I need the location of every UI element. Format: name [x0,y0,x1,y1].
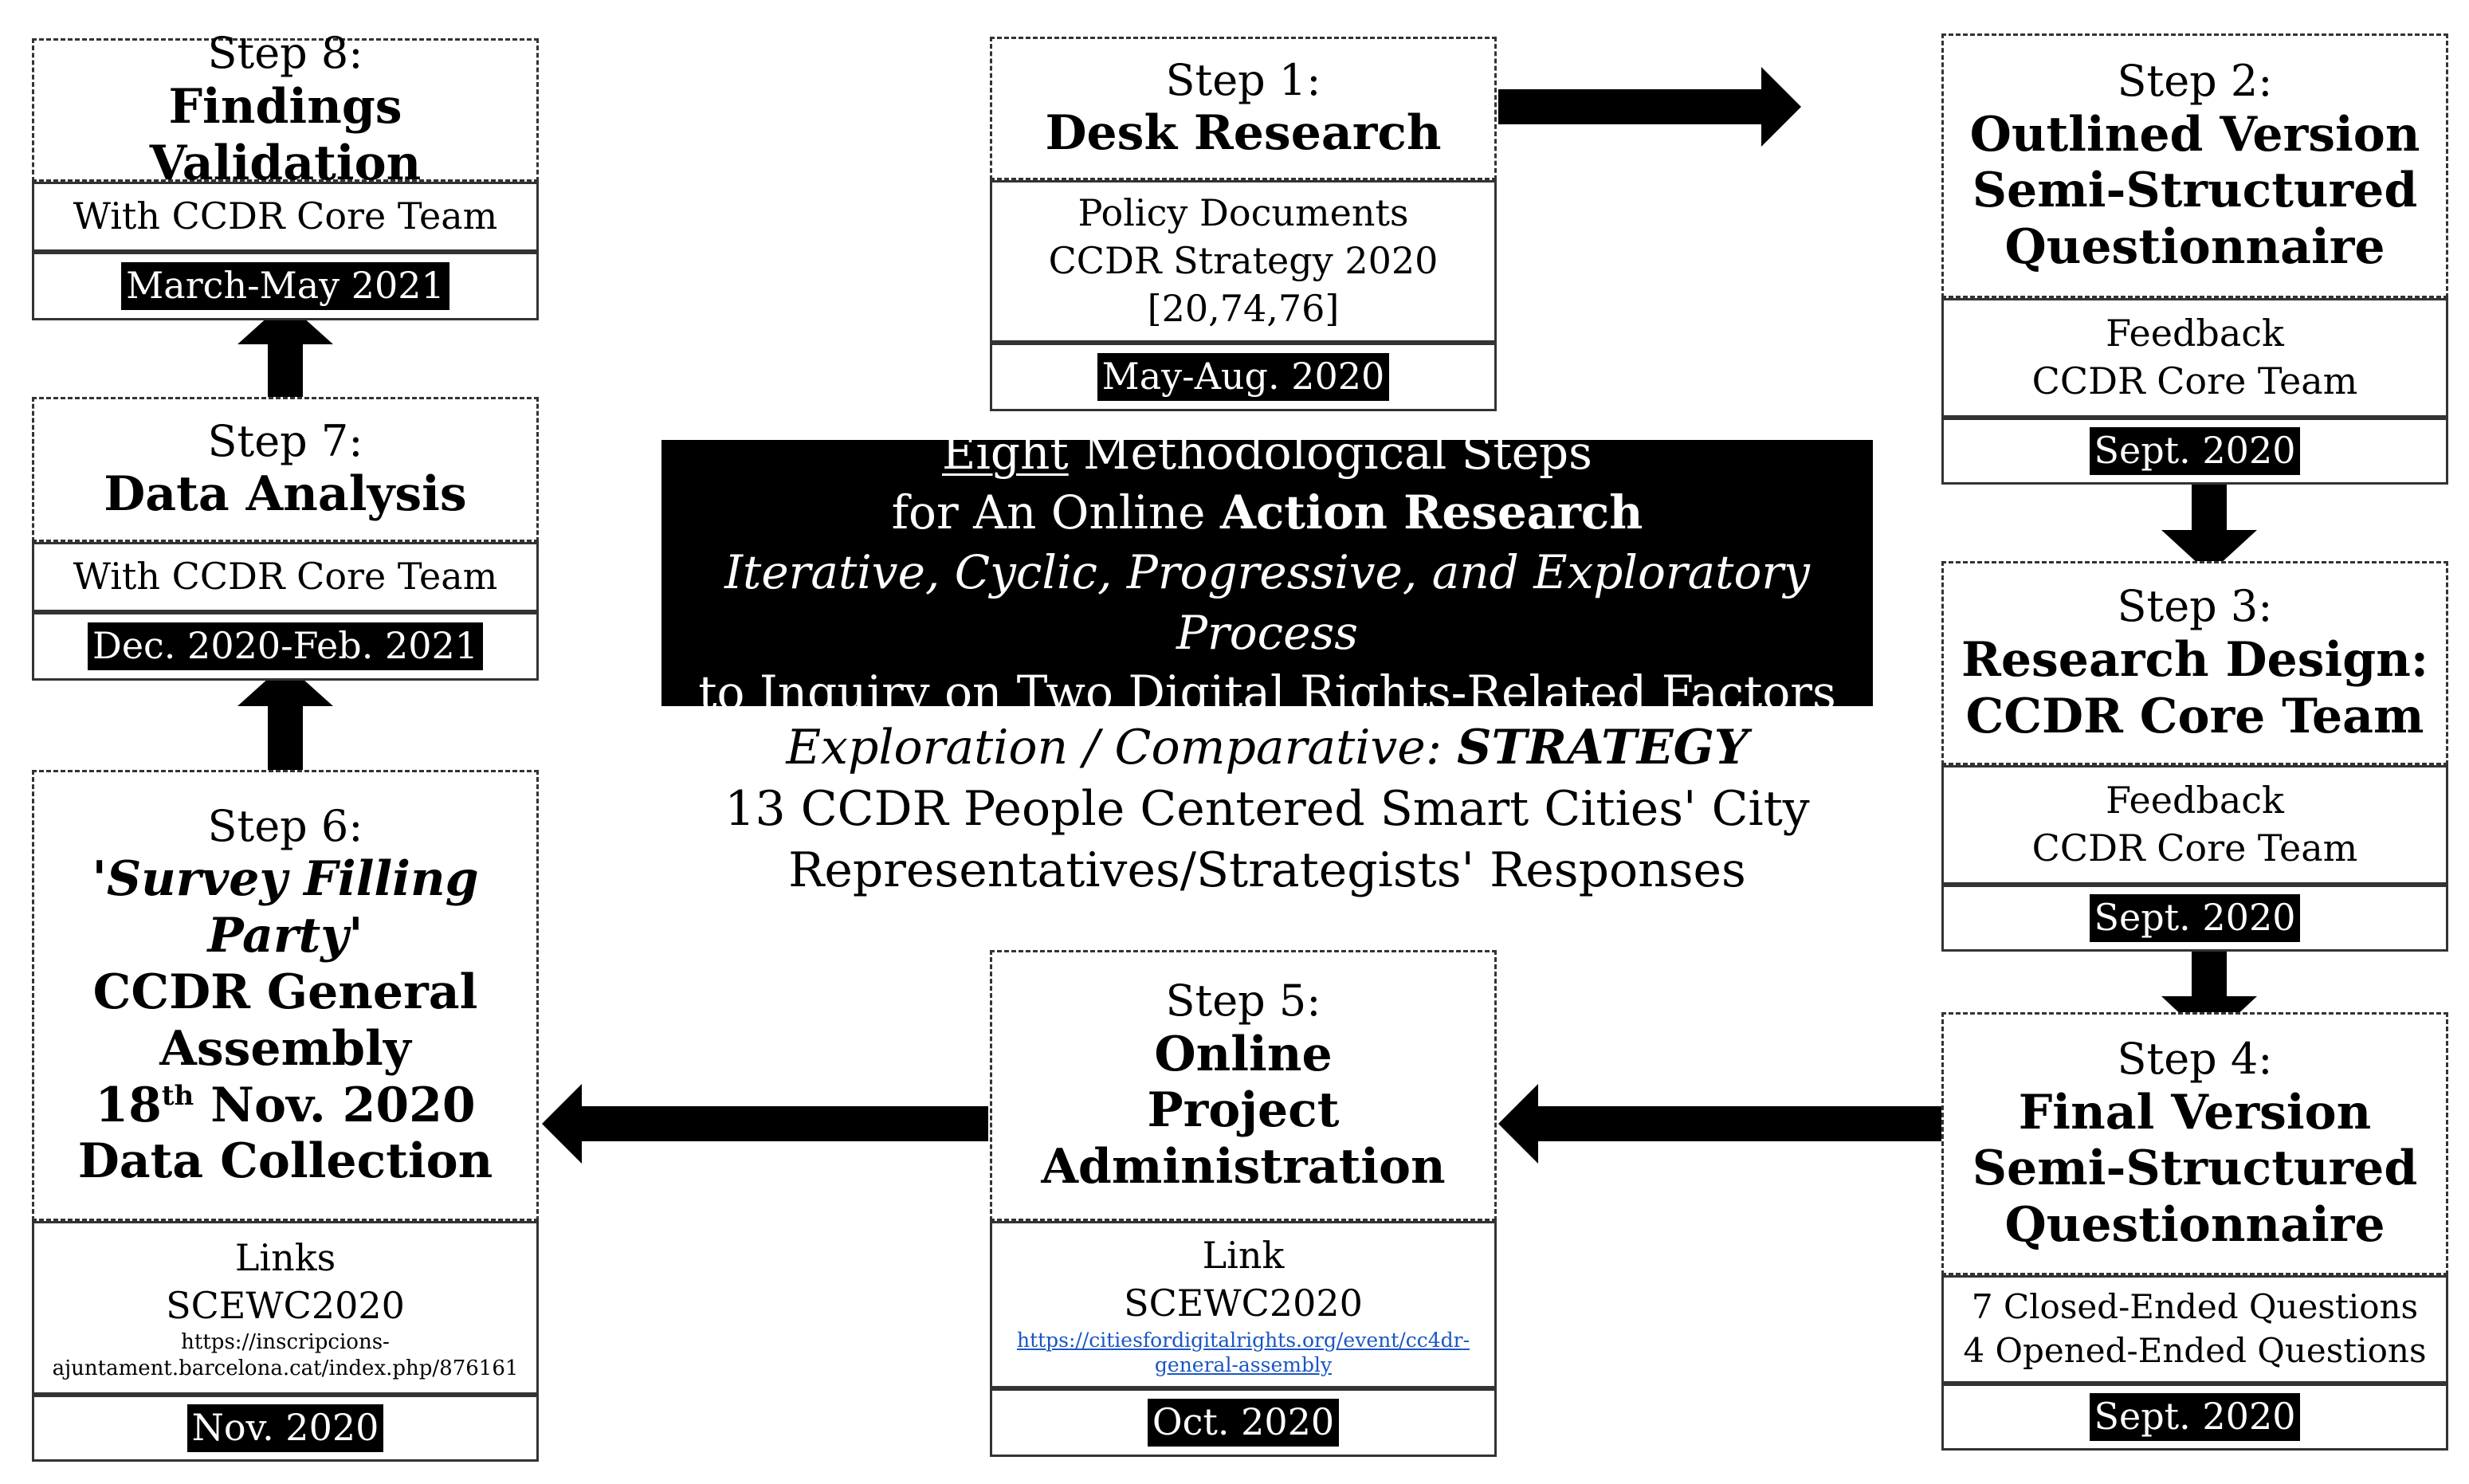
center-line-3: Iterative, Cyclic, Progressive, and Expl… [724,545,1810,660]
center-subtitle: Exploration / Comparative: STRATEGY 13 C… [661,717,1873,909]
step-1-header: Step 1: Desk Research [990,37,1497,180]
center-line-2: for An Online Action Research [891,485,1643,540]
arrow-step7-to-step8 [237,301,333,402]
step-6-date: Nov. 2020 [32,1395,539,1462]
step-8-info: With CCDR Core Team [32,182,539,252]
arrow-step4-to-step5 [1498,1084,1945,1164]
step-6-header: Step 6: 'Survey Filling Party' CCDR Gene… [32,770,539,1221]
center-line-4: to Inquiry on Two Digital Rights-Related… [698,665,1836,720]
center-sub-line-3: Representatives/Strategists' Responses [788,842,1746,898]
step-3-date: Sept. 2020 [1941,885,2448,952]
step-5-info: Link SCEWC2020 https://citiesfordigitalr… [990,1221,1497,1388]
step-5-link[interactable]: https://citiesfordigitalrights.org/event… [1016,1328,1470,1352]
step-4-info: 7 Closed-Ended Questions 4 Opened-Ended … [1941,1275,2448,1384]
step-1-info: Policy Documents CCDR Strategy 2020 [20,… [990,180,1497,343]
step-2-info: Feedback CCDR Core Team [1941,298,2448,418]
step-3-header: Step 3: Research Design: CCDR Core Team [1941,561,2448,765]
step-7-header: Step 7: Data Analysis [32,397,539,542]
step-4-header: Step 4: Final Version Semi-Structured Qu… [1941,1012,2448,1275]
step-7-info: With CCDR Core Team [32,542,539,612]
step-5-header: Step 5: Online Project Administration [990,950,1497,1221]
step-1-date: May-Aug. 2020 [990,343,1497,411]
center-sub-line-2: 13 CCDR People Centered Smart Cities' Ci… [724,780,1810,837]
step-8-header: Step 8: Findings Validation [32,28,539,191]
step-2-date: Sept. 2020 [1941,418,2448,485]
arrow-step1-to-step2 [1498,67,1801,147]
step-3-info: Feedback CCDR Core Team [1941,765,2448,885]
step-8-date: March-May 2021 [32,252,539,320]
step-6-url-cont: ajuntament.barcelona.cat/index.php/87616… [52,1356,519,1380]
arrow-step5-to-step6 [542,1084,988,1164]
step-6-url: https://inscripcions- [181,1330,390,1355]
center-title-box: Eight Methodological Steps for An Online… [661,426,1873,720]
arrow-step6-to-step7 [237,663,333,773]
step-5-link-cont[interactable]: general-assembly [1154,1352,1333,1376]
step-4-date: Sept. 2020 [1941,1384,2448,1451]
center-sub-line-1: Exploration / Comparative: STRATEGY [786,720,1749,775]
step-6-info: Links SCEWC2020 https://inscripcions- aj… [32,1221,539,1395]
center-line-1: Eight Methodological Steps [942,425,1592,480]
step-2-header: Step 2: Outlined Version Semi-Structured… [1941,33,2448,298]
arrow-step2-to-step3 [2161,475,2257,574]
step-7-date: Dec. 2020-Feb. 2021 [32,612,539,681]
step-5-date: Oct. 2020 [990,1388,1497,1457]
